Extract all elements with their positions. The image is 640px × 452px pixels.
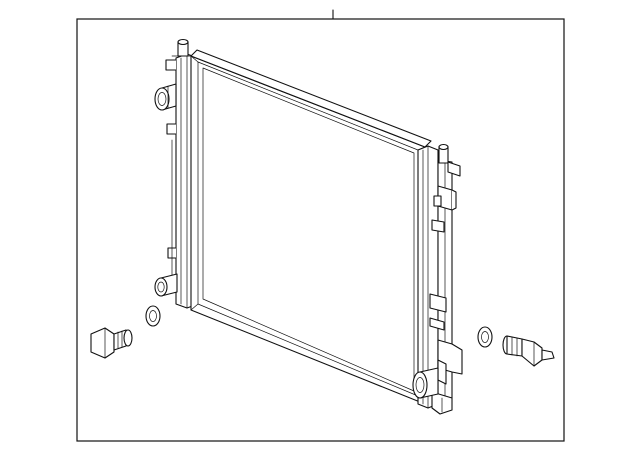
upper-inlet-pipe xyxy=(154,83,177,111)
right-tank xyxy=(417,143,463,415)
sensor-o-ring[interactable] xyxy=(477,326,493,348)
radiator-core xyxy=(190,49,432,405)
radiator-assembly[interactable] xyxy=(154,38,463,415)
lower-outlet-pipe xyxy=(154,273,178,297)
temperature-sensor[interactable] xyxy=(502,335,555,367)
lower-right-pipe xyxy=(412,367,439,399)
diagram-frame xyxy=(76,18,565,442)
drain-plug[interactable] xyxy=(90,327,133,359)
drain-plug-o-ring[interactable] xyxy=(145,305,161,327)
